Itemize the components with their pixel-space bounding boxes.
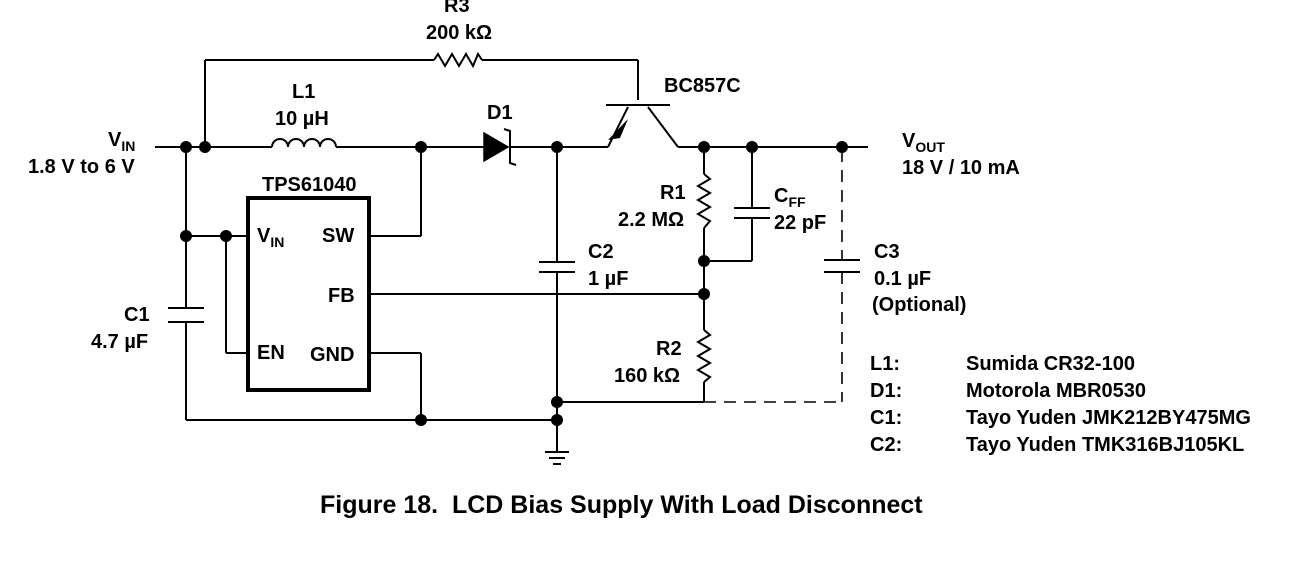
c3-optional-wiring bbox=[704, 150, 843, 403]
d1-ref: D1 bbox=[487, 102, 513, 124]
r3-ref: R3 bbox=[444, 0, 470, 17]
bom-part: Sumida CR32-100 bbox=[966, 353, 1135, 375]
c2-capacitor-symbol bbox=[539, 261, 575, 273]
junction-dots bbox=[180, 141, 848, 426]
cff-capacitor-symbol bbox=[734, 207, 770, 219]
l1-value: 10 µH bbox=[275, 108, 329, 130]
r3-resistor-symbol bbox=[433, 51, 483, 69]
tps61040-ic-body bbox=[246, 196, 371, 392]
r2-ref: R2 bbox=[656, 338, 682, 360]
l1-inductor-symbol bbox=[271, 138, 337, 148]
vin-range: 1.8 V to 6 V bbox=[28, 156, 135, 178]
ic-pin-gnd: GND bbox=[310, 344, 354, 366]
ic-name: TPS61040 bbox=[262, 174, 357, 196]
ic-pin-vin: VIN bbox=[257, 225, 284, 250]
wires bbox=[155, 59, 868, 452]
figure-caption: Figure 18. LCD Bias Supply With Load Dis… bbox=[320, 491, 923, 519]
c1-capacitor-symbol bbox=[168, 307, 204, 323]
c1-value: 4.7 µF bbox=[91, 331, 148, 353]
ground-icon bbox=[545, 451, 569, 465]
vout-spec: 18 V / 10 mA bbox=[902, 157, 1020, 179]
bom-table: L1: Sumida CR32-100 D1: Motorola MBR0530… bbox=[870, 353, 1251, 456]
vin-label: VIN bbox=[108, 129, 135, 154]
bom-part: Motorola MBR0530 bbox=[966, 380, 1146, 402]
bom-part: Tayo Yuden TMK316BJ105KL bbox=[966, 434, 1244, 456]
r1-resistor-symbol bbox=[696, 173, 712, 229]
l1-ref: L1 bbox=[292, 81, 315, 103]
r1-value: 2.2 MΩ bbox=[618, 209, 684, 231]
bom-ref: C1: bbox=[870, 407, 902, 429]
ic-pin-sw: SW bbox=[322, 225, 354, 247]
c3-value: 0.1 µF bbox=[874, 268, 931, 290]
ic-pin-fb: FB bbox=[328, 285, 355, 307]
d1-diode-symbol bbox=[483, 128, 517, 166]
c2-ref: C2 bbox=[588, 241, 614, 263]
c1-ref: C1 bbox=[124, 304, 150, 326]
r2-resistor-symbol bbox=[696, 329, 712, 383]
q1-ref: BC857C bbox=[664, 75, 741, 97]
c3-note: (Optional) bbox=[872, 294, 966, 316]
r3-value: 200 kΩ bbox=[426, 22, 492, 44]
bom-part: Tayo Yuden JMK212BY475MG bbox=[966, 407, 1251, 429]
bom-ref: C2: bbox=[870, 434, 902, 456]
r2-value: 160 kΩ bbox=[614, 365, 680, 387]
q1-pnp-transistor-symbol bbox=[606, 104, 679, 148]
bom-ref: L1: bbox=[870, 353, 900, 375]
r1-ref: R1 bbox=[660, 182, 686, 204]
c3-capacitor-symbol bbox=[824, 259, 860, 273]
ic-pin-en: EN bbox=[257, 342, 285, 364]
vout-label: VOUT bbox=[902, 130, 945, 155]
bom-ref: D1: bbox=[870, 380, 902, 402]
cff-ref: CFF bbox=[774, 185, 806, 210]
c3-ref: C3 bbox=[874, 241, 900, 263]
c2-value: 1 µF bbox=[588, 268, 628, 290]
cff-value: 22 pF bbox=[774, 212, 826, 234]
